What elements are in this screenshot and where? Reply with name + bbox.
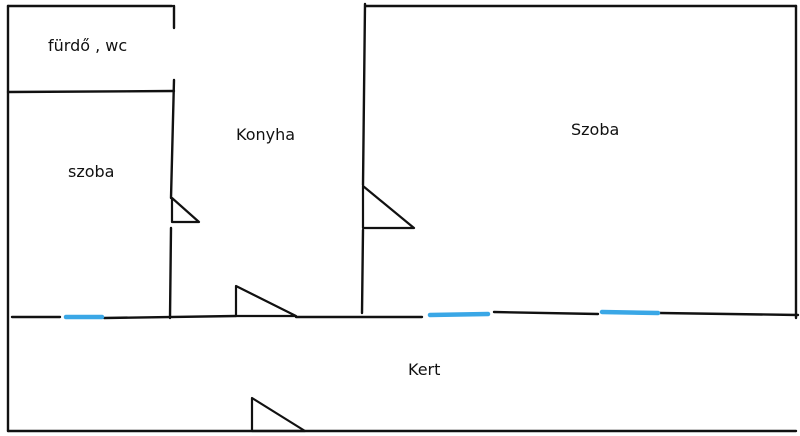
room-labels: fürdő , wc szoba Konyha Szoba Kert xyxy=(48,36,619,379)
wall-garden-line-right-b xyxy=(658,311,800,317)
wall-garden-line-right-a xyxy=(492,310,600,316)
room-label-kitchen: Konyha xyxy=(236,125,295,144)
room-label-bath: fürdő , wc xyxy=(48,36,127,55)
door-small-room xyxy=(170,196,201,224)
wall-kitchen-right-top xyxy=(361,2,367,187)
windows xyxy=(63,309,661,320)
wall-kitchen-left-bottom xyxy=(168,226,173,320)
door-garden xyxy=(250,396,307,433)
wall-bath-bottom xyxy=(6,89,176,94)
door-kitchen-entrance xyxy=(234,284,298,318)
window-large-room xyxy=(599,309,661,316)
door-large-room xyxy=(361,184,416,230)
room-label-garden: Kert xyxy=(408,360,440,379)
room-label-small-room: szoba xyxy=(68,162,114,181)
doors xyxy=(170,184,416,433)
wall-kitchen-left-mid xyxy=(169,78,176,200)
wall-kitchen-right-bottom xyxy=(360,228,365,315)
room-label-large-room: Szoba xyxy=(571,120,619,139)
interior-walls xyxy=(6,2,800,320)
wall-garden-line-mid xyxy=(102,314,238,320)
window-center xyxy=(427,311,491,318)
outer-walls xyxy=(6,4,798,433)
